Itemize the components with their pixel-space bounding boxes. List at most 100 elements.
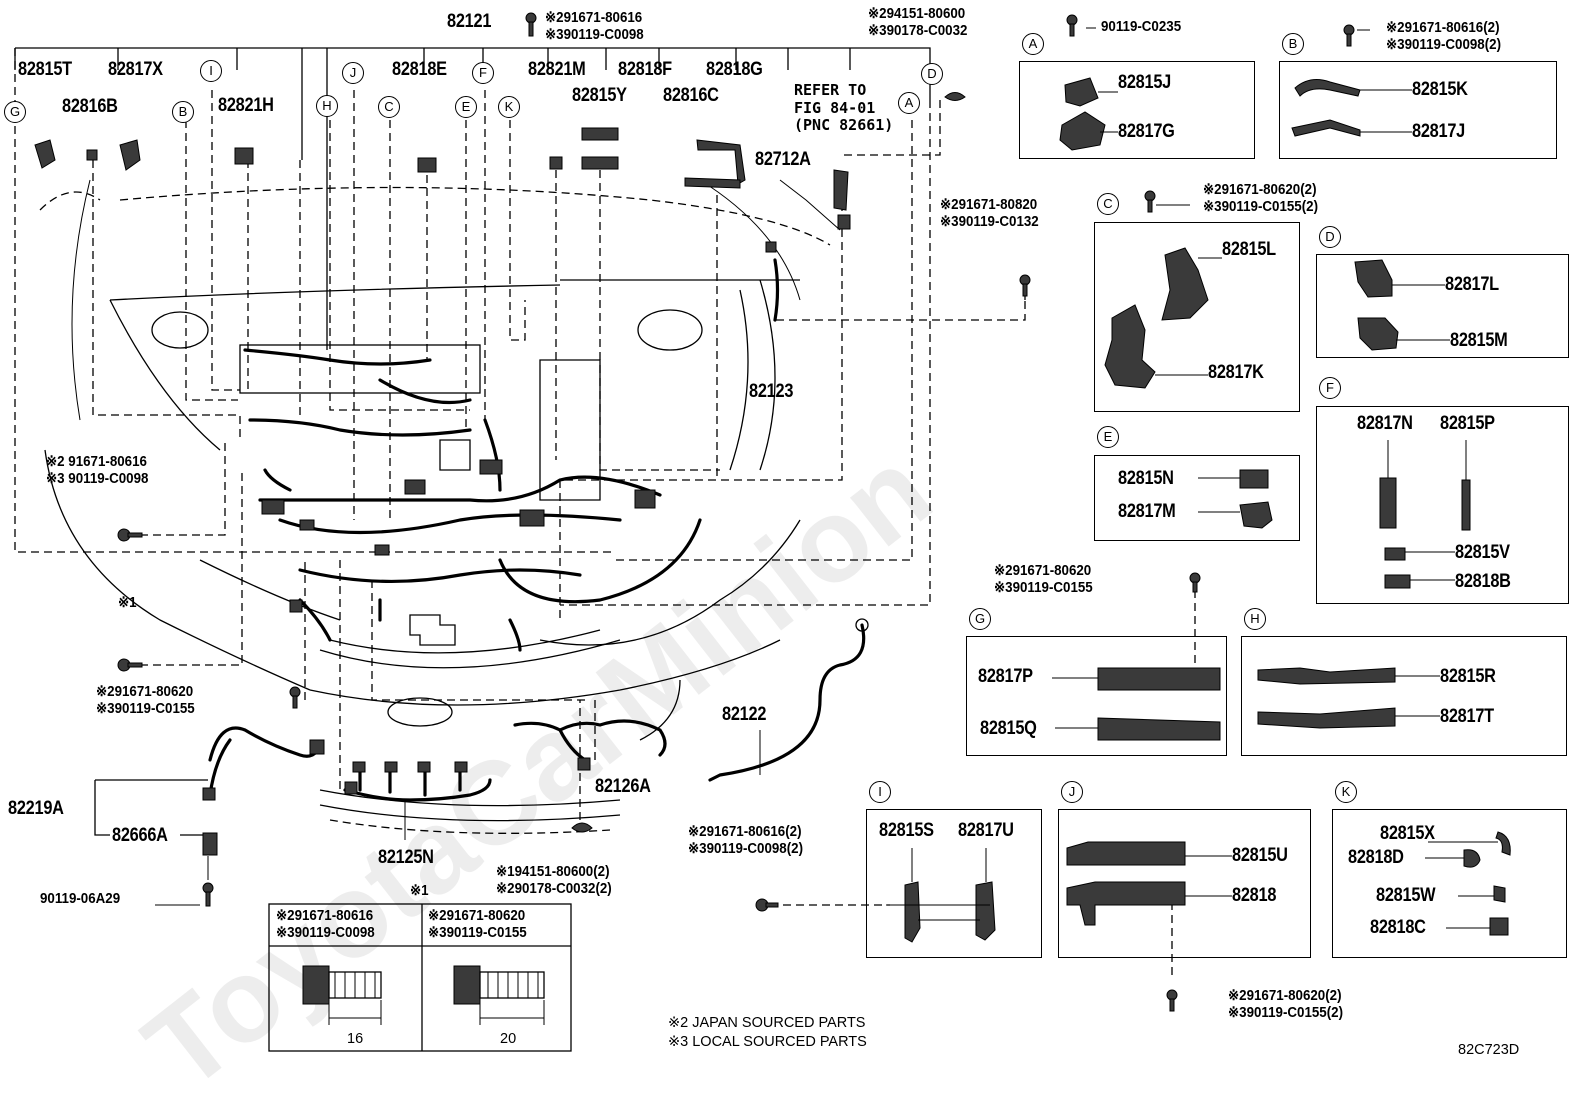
- label-82815X: 82815X: [1380, 823, 1435, 844]
- ref-left-low-bolt: ※291671-80620 ※390119-C0155: [96, 684, 195, 717]
- box-b-letter: B: [1282, 33, 1304, 55]
- bolt-table-drawing: [268, 903, 572, 1052]
- ref-top-clip: ※294151-80600 ※390178-C0032: [868, 6, 967, 39]
- label-82818B: 82818B: [1455, 571, 1511, 592]
- ref-top-bolt-1: ※291671-80616: [545, 10, 643, 26]
- label-82122: 82122: [722, 704, 767, 725]
- detail-box-k: [1332, 809, 1567, 958]
- label-82815L: 82815L: [1222, 239, 1276, 260]
- label-82815T: 82815T: [18, 59, 72, 80]
- ref-left-bolt: ※2 91671-80616 ※3 90119-C0098: [46, 454, 148, 487]
- label-82816B: 82816B: [62, 96, 118, 117]
- bolt-table-col-2: ※291671-80620 ※390119-C0155: [428, 908, 527, 943]
- label-82818: 82818: [1232, 885, 1277, 906]
- label-82817K: 82817K: [1208, 362, 1264, 383]
- ref-i-bolt-2: ※390119-C0098(2): [688, 840, 804, 857]
- label-82817T: 82817T: [1440, 706, 1494, 727]
- ref-g-bolt: ※291671-80620 ※390119-C0155: [994, 563, 1093, 596]
- bolt-table-col-2-line-1: ※291671-80620: [428, 908, 526, 924]
- label-82818D: 82818D: [1348, 847, 1404, 868]
- callout-k: K: [498, 96, 520, 118]
- ref-top-clip-1: ※294151-80600: [868, 6, 966, 22]
- ref-b-bolt-1: ※291671-80616(2): [1386, 20, 1500, 36]
- bolt-table-col-1-line-2: ※390119-C0098: [276, 925, 375, 942]
- ref-top-bolt: ※291671-80616 ※390119-C0098: [545, 10, 644, 43]
- box-e-letter: E: [1097, 426, 1119, 448]
- label-82815Y: 82815Y: [572, 85, 627, 106]
- callout-a: A: [898, 92, 920, 114]
- label-82817U: 82817U: [958, 820, 1014, 841]
- ref-c-bolt: ※291671-80620(2) ※390119-C0155(2): [1203, 182, 1318, 215]
- detail-box-c: [1094, 222, 1300, 412]
- label-82821H: 82821H: [218, 95, 274, 116]
- box-c-letter: C: [1097, 193, 1119, 215]
- ref-left-bolt-1: ※2 91671-80616: [46, 454, 147, 470]
- label-82817G: 82817G: [1118, 121, 1175, 142]
- ref-left-low-bolt-2: ※390119-C0155: [96, 700, 195, 717]
- diagram-id: 82C723D: [1458, 1042, 1520, 1058]
- label-82815P: 82815P: [1440, 413, 1495, 434]
- ref-c-bolt-1: ※291671-80620(2): [1203, 182, 1317, 198]
- footnote-japan: ※2 JAPAN SOURCED PARTS: [668, 1015, 866, 1031]
- ref-bottom-clip: ※194151-80600(2) ※290178-C0032(2): [496, 864, 612, 897]
- detail-box-g: [966, 636, 1227, 756]
- refer-line-3: (PNC 82661): [794, 116, 894, 135]
- ref-i-bolt-1: ※291671-80616(2): [688, 824, 802, 840]
- box-h-letter: H: [1244, 608, 1266, 630]
- ref-c-bolt-2: ※390119-C0155(2): [1203, 198, 1319, 215]
- ref-mark-1: ※1: [118, 595, 137, 611]
- box-i-letter: I: [869, 781, 891, 803]
- callout-f: F: [472, 62, 494, 84]
- label-82815K: 82815K: [1412, 79, 1468, 100]
- label-82817N: 82817N: [1357, 413, 1413, 434]
- ref-g-bolt-1: ※291671-80620: [994, 563, 1092, 579]
- label-82818C: 82818C: [1370, 917, 1426, 938]
- ref-right-bolt-2: ※390119-C0132: [940, 213, 1039, 230]
- ref-right-bolt-1: ※291671-80820: [940, 197, 1038, 213]
- bolt-table-col-2-line-2: ※390119-C0155: [428, 925, 527, 942]
- ref-a-bolt: 90119-C0235: [1101, 19, 1182, 35]
- label-82818E: 82818E: [392, 59, 447, 80]
- ref-top-bolt-2: ※390119-C0098: [545, 26, 644, 43]
- callout-i: I: [200, 60, 222, 82]
- box-g-letter: G: [969, 608, 991, 630]
- callout-b: B: [172, 101, 194, 123]
- refer-line-2: FIG 84-01: [794, 98, 876, 117]
- label-82815Q: 82815Q: [980, 718, 1037, 739]
- ref-b-bolt: ※291671-80616(2) ※390119-C0098(2): [1386, 20, 1501, 53]
- label-82818G: 82818G: [706, 59, 763, 80]
- label-82815M: 82815M: [1450, 330, 1508, 351]
- bolt-table-col-1-line-1: ※291671-80616: [276, 908, 374, 924]
- bolt-table-col-1: ※291671-80616 ※390119-C0098: [276, 908, 375, 943]
- callout-j: J: [342, 62, 364, 84]
- ref-bottom-clip-1: ※194151-80600(2): [496, 864, 610, 880]
- label-90119-06A29: 90119-06A29: [40, 891, 121, 907]
- label-82815W: 82815W: [1376, 885, 1436, 906]
- label-82712A: 82712A: [755, 149, 811, 170]
- refer-line-1: REFER TO: [794, 81, 867, 99]
- label-82815V: 82815V: [1455, 542, 1510, 563]
- label-82821M: 82821M: [528, 59, 586, 80]
- label-82815S: 82815S: [879, 820, 934, 841]
- box-d-letter: D: [1319, 226, 1341, 248]
- label-82121: 82121: [447, 11, 492, 32]
- box-j-letter: J: [1061, 781, 1083, 803]
- detail-box-a: [1019, 61, 1255, 159]
- leader-82219A: [94, 730, 761, 906]
- bolt-length-16: 16: [347, 1031, 364, 1047]
- label-82816C: 82816C: [663, 85, 719, 106]
- label-82126A: 82126A: [595, 776, 651, 797]
- ref-right-bolt: ※291671-80820 ※390119-C0132: [940, 197, 1039, 230]
- box-k-letter: K: [1335, 781, 1357, 803]
- footnote-local: ※3 LOCAL SOURCED PARTS: [668, 1034, 867, 1050]
- bolt-length-20: 20: [500, 1031, 517, 1047]
- ref-bottom-clip-2: ※290178-C0032(2): [496, 880, 612, 897]
- label-82815R: 82815R: [1440, 666, 1496, 687]
- callout-g: G: [4, 101, 26, 123]
- refer-note: REFER TO FIG 84-01 (PNC 82661): [794, 81, 894, 135]
- label-82817M: 82817M: [1118, 501, 1176, 522]
- ref-b-bolt-2: ※390119-C0098(2): [1386, 36, 1502, 53]
- ref-j-bolt: ※291671-80620(2) ※390119-C0155(2): [1228, 988, 1343, 1021]
